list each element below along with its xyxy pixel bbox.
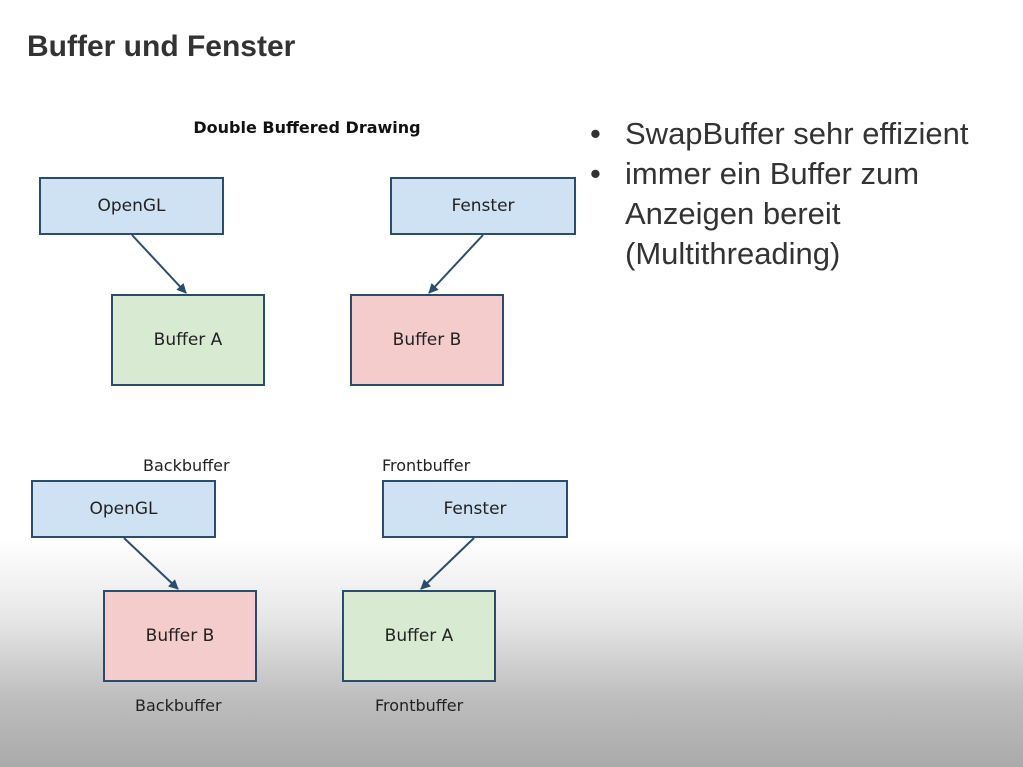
bottom-frontbuffer-label: Frontbuffer <box>375 696 464 715</box>
bottom-opengl-label: OpenGL <box>89 499 158 519</box>
top-frontbuffer-label: Frontbuffer <box>382 456 471 475</box>
bullet-symbol: • <box>590 116 601 151</box>
diagram-title: Double Buffered Drawing <box>193 118 421 137</box>
bottom-fenster-box: Fenster <box>382 480 568 538</box>
bottom-backbuffer-label: Backbuffer <box>135 696 222 715</box>
bottom-buffer-b-box: Buffer B <box>103 590 257 682</box>
bullet-text: immer ein Buffer zum Anzeigen bereit (Mu… <box>625 156 920 271</box>
bullet-text: SwapBuffer sehr effizient <box>625 116 969 151</box>
top-backbuffer-label: Backbuffer <box>143 456 230 475</box>
bullet-item: • SwapBuffer sehr effizient <box>588 114 1008 154</box>
bottom-buffer-a-label: Buffer A <box>384 626 454 646</box>
top-opengl-box: OpenGL <box>39 177 224 235</box>
bullet-list: • SwapBuffer sehr effizient • immer ein … <box>588 114 1008 274</box>
slide-title: Buffer und Fenster <box>27 30 296 63</box>
bullet-item: • immer ein Buffer zum Anzeigen bereit (… <box>588 154 1008 274</box>
top-buffer-b-box: Buffer B <box>350 294 504 386</box>
top-buffer-a-label: Buffer A <box>153 330 223 350</box>
bottom-opengl-box: OpenGL <box>31 480 216 538</box>
bottom-fenster-to-buffer-a-arrow <box>420 537 475 590</box>
bottom-fenster-label: Fenster <box>443 499 507 519</box>
bottom-opengl-to-buffer-b-arrow <box>123 537 179 590</box>
bottom-buffer-a-box: Buffer A <box>342 590 496 682</box>
bottom-buffer-b-label: Buffer B <box>145 626 215 646</box>
top-fenster-box: Fenster <box>390 177 576 235</box>
top-buffer-a-box: Buffer A <box>111 294 265 386</box>
top-opengl-label: OpenGL <box>97 196 166 216</box>
top-opengl-to-buffer-a-arrow <box>131 234 187 294</box>
top-fenster-to-buffer-b-arrow <box>428 234 484 294</box>
bullet-symbol: • <box>590 156 601 191</box>
top-fenster-label: Fenster <box>451 196 515 216</box>
top-buffer-b-label: Buffer B <box>392 330 462 350</box>
